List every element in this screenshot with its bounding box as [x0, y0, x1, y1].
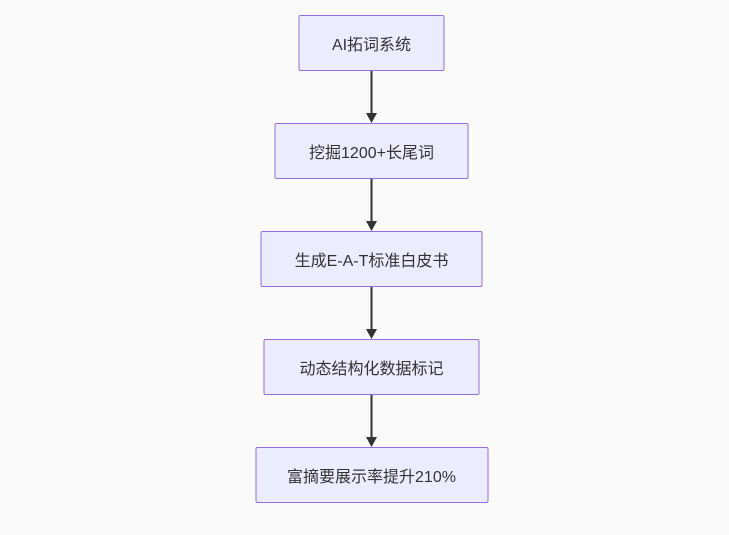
flow-node-1: AI拓词系统 — [298, 15, 445, 71]
flow-node-3: 生成E-A-T标准白皮书 — [260, 231, 483, 287]
node-label: 富摘要展示率提升210% — [287, 469, 456, 486]
arrow-down-icon — [366, 71, 377, 123]
node-label: 动态结构化数据标记 — [299, 361, 444, 378]
arrow-down-icon — [366, 287, 377, 339]
flow-node-2: 挖掘1200+长尾词 — [274, 123, 469, 179]
arrow-down-icon — [366, 395, 377, 447]
flowchart-canvas: AI拓词系统 挖掘1200+长尾词 生成E-A-T标准白皮书 动态结构化数据标记… — [255, 15, 488, 503]
arrow-down-icon — [366, 179, 377, 231]
flow-node-4: 动态结构化数据标记 — [263, 339, 480, 395]
node-label: 生成E-A-T标准白皮书 — [294, 253, 449, 270]
node-label: AI拓词系统 — [331, 37, 412, 54]
node-label: 挖掘1200+长尾词 — [309, 145, 434, 162]
flow-node-5: 富摘要展示率提升210% — [255, 447, 488, 503]
